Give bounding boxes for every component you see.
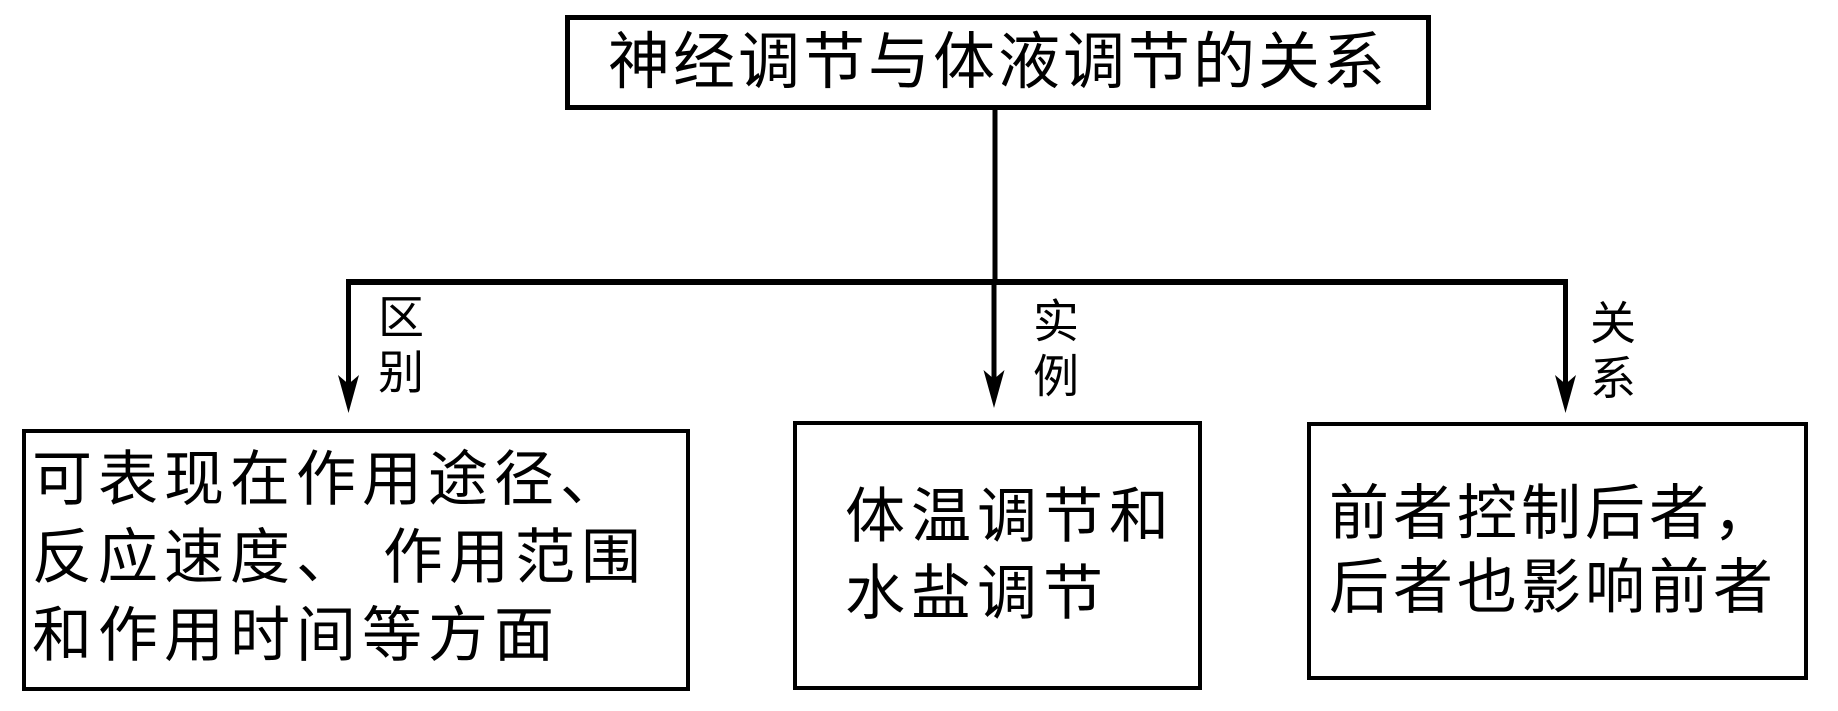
node-text-line: 和作用时间等方面 bbox=[32, 603, 560, 669]
branch-label-example: 实例 bbox=[1027, 297, 1078, 407]
arrow-relation bbox=[1555, 279, 1576, 413]
branch-label-difference: 区别 bbox=[372, 293, 423, 403]
node-text-line: 前者控制后者， bbox=[1329, 481, 1777, 547]
node-text-line: 反应速度、 作用范围 bbox=[32, 525, 647, 591]
root-node-box: 神经调节与体液调节的关系 bbox=[565, 15, 1431, 110]
node-text-line: 水盐调节 bbox=[845, 560, 1109, 627]
node-text-line: 后者也影响前者 bbox=[1329, 555, 1777, 621]
node-relation-box: 前者控制后者， 后者也影响前者 bbox=[1307, 422, 1808, 680]
node-text-line: 可表现在作用途径、 bbox=[32, 447, 626, 513]
arrow-example bbox=[983, 282, 1005, 408]
branch-label-relation: 关系 bbox=[1584, 299, 1635, 409]
node-example-box: 体温调节和 水盐调节 bbox=[793, 421, 1202, 690]
node-difference-box: 可表现在作用途径、 反应速度、 作用范围 和作用时间等方面 bbox=[22, 429, 690, 691]
node-text-line: 体温调节和 bbox=[845, 483, 1175, 550]
arrow-difference bbox=[338, 279, 359, 413]
root-node-title: 神经调节与体液调节的关系 bbox=[607, 28, 1388, 97]
